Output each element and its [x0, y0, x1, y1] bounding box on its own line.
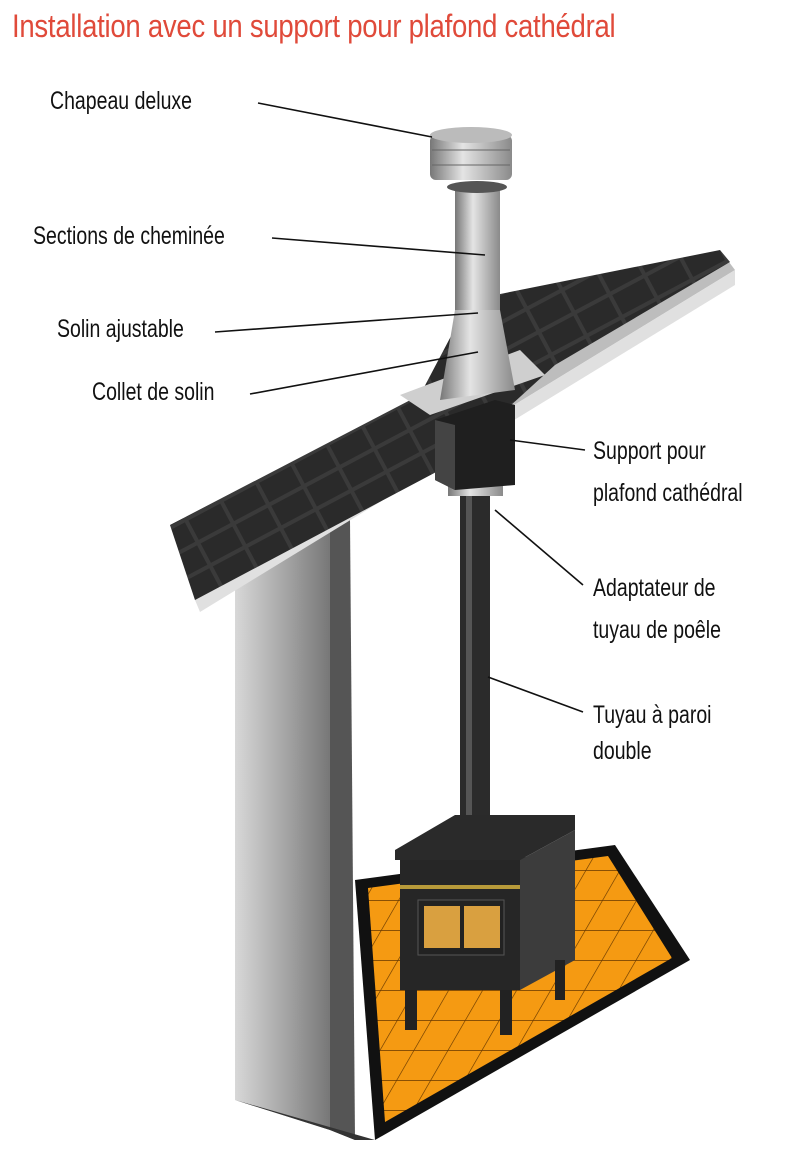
label-solin: Solin ajustable: [57, 315, 184, 343]
cathedral-support: [435, 400, 515, 496]
deluxe-cap: [430, 127, 512, 180]
label-adaptateur-1: Adaptateur de: [593, 574, 716, 602]
label-chapeau: Chapeau deluxe: [50, 87, 193, 115]
label-support-2: plafond cathédral: [593, 479, 743, 507]
double-wall-pipe: [460, 490, 490, 835]
page-title: Installation avec un support pour plafon…: [12, 8, 616, 44]
label-sections: Sections de cheminée: [33, 222, 225, 250]
label-tuyau-2: double: [593, 737, 652, 765]
wood-stove: [395, 815, 575, 1035]
label-support-1: Support pour: [593, 437, 706, 465]
wall: [235, 520, 375, 1140]
leader-lines: [214, 102, 586, 713]
label-collet: Collet de solin: [92, 378, 215, 406]
label-tuyau-1: Tuyau à paroi: [593, 701, 712, 729]
chimney-sections: [455, 185, 500, 310]
label-adaptateur-2: tuyau de poêle: [593, 616, 721, 644]
flashing: [400, 310, 545, 415]
